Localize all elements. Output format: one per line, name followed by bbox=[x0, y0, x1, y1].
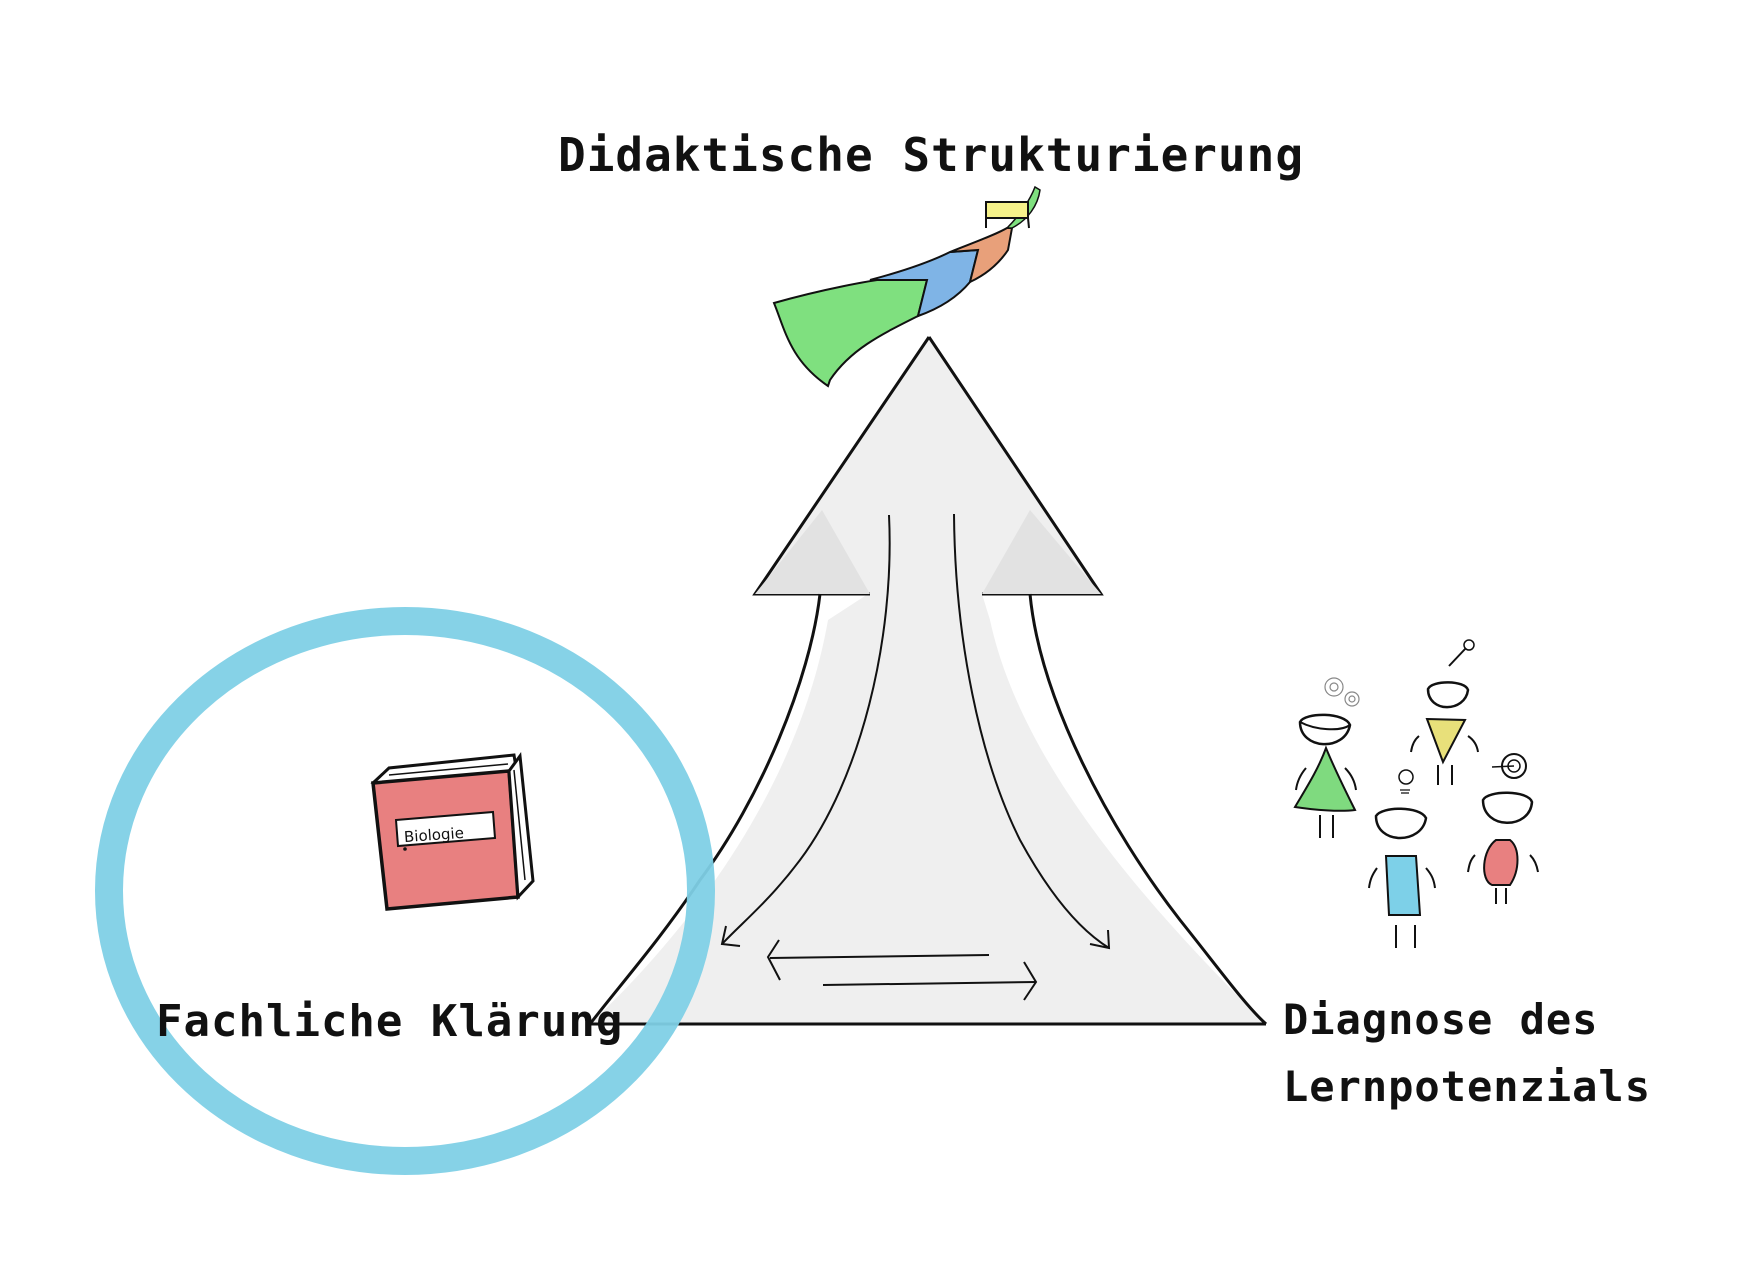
highlight-circle bbox=[95, 607, 715, 1175]
book-icon bbox=[370, 751, 535, 911]
vertex-label-diagnose-line2: Lernpotenzials bbox=[1283, 1062, 1652, 1111]
learner-figure-blue bbox=[1368, 769, 1436, 948]
learning-path-ribbon-icon bbox=[772, 185, 1041, 388]
learners-group-icon bbox=[1293, 639, 1539, 948]
learner-figure-yellow bbox=[1410, 639, 1479, 785]
learner-figure-green bbox=[1293, 677, 1360, 838]
vertex-label-didaktische-strukturierung: Didaktische Strukturierung bbox=[558, 128, 1305, 182]
vertex-label-diagnose-line1: Diagnose des bbox=[1283, 995, 1599, 1044]
vertex-label-fachliche-klaerung: Fachliche Klärung bbox=[156, 996, 624, 1047]
learner-figure-red bbox=[1467, 753, 1539, 904]
